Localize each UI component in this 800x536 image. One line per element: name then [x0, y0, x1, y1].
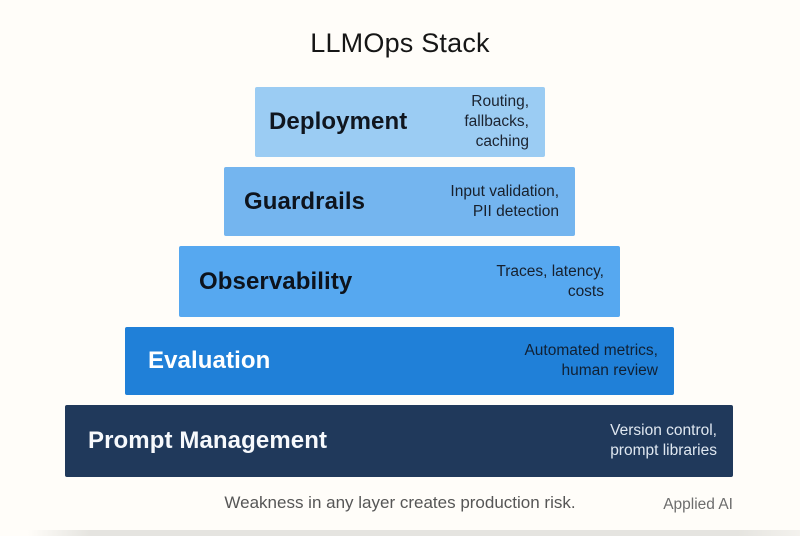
footer-caption: Weakness in any layer creates production… [224, 493, 576, 512]
layer-guardrails-details: Input validation, PII detection [450, 182, 559, 220]
layer-guardrails: Guardrails Input validation, PII detecti… [224, 167, 575, 236]
layer-deployment-title: Deployment [269, 108, 408, 135]
layer-deployment-details: Routing, fallbacks, caching [464, 93, 529, 150]
bottom-edge-shadow [28, 530, 800, 536]
layer-observability: Observability Traces, latency, costs [179, 246, 620, 317]
layer-evaluation-details: Automated metrics, human review [524, 342, 658, 379]
diagram-title: LLMOps Stack [310, 28, 490, 58]
layer-prompt-management: Prompt Management Version control, promp… [65, 405, 733, 477]
layer-observability-details: Traces, latency, costs [496, 262, 604, 300]
layer-prompt-management-title: Prompt Management [88, 427, 328, 454]
footer-credit: Applied AI [663, 496, 733, 513]
layer-observability-title: Observability [199, 267, 353, 295]
layer-evaluation-title: Evaluation [148, 347, 271, 374]
layer-prompt-management-details: Version control, prompt libraries [610, 422, 717, 459]
layer-deployment: Deployment Routing, fallbacks, caching [255, 87, 545, 157]
layer-evaluation: Evaluation Automated metrics, human revi… [125, 327, 674, 395]
layer-guardrails-title: Guardrails [244, 187, 366, 215]
